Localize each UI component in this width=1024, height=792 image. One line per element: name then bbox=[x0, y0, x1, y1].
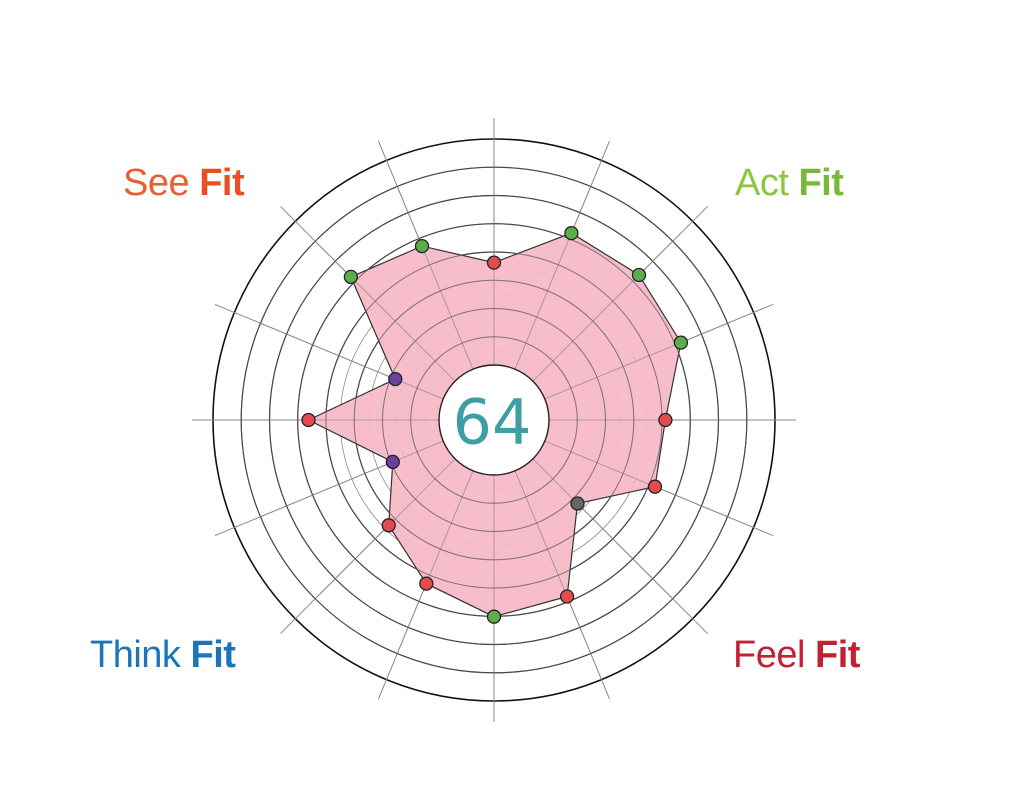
data-point-7 bbox=[559, 589, 575, 604]
spoke-overlay-7 bbox=[514, 470, 592, 654]
data-point-1 bbox=[564, 225, 579, 241]
center-score: 64 bbox=[453, 386, 532, 459]
see-fit: Fit bbox=[199, 162, 245, 204]
ring-overlay-2 bbox=[382, 308, 606, 532]
act-word: Act bbox=[735, 162, 789, 204]
data-point-10 bbox=[381, 518, 396, 533]
ring-overlay-3 bbox=[353, 279, 635, 561]
spoke-overlay-5 bbox=[544, 440, 728, 518]
quadrant-label-act: Act Fit bbox=[735, 162, 844, 205]
spoke-overlay-6 bbox=[532, 458, 674, 600]
ring-overlay-7 bbox=[240, 166, 748, 674]
spoke-overlay-14 bbox=[314, 240, 456, 382]
think-word: Think bbox=[90, 634, 181, 676]
quadrant-label-think: Think Fit bbox=[90, 634, 236, 677]
act-fit: Fit bbox=[798, 162, 844, 204]
think-fit: Fit bbox=[190, 634, 236, 676]
data-point-13 bbox=[388, 371, 403, 387]
data-point-11 bbox=[385, 454, 400, 470]
spoke-overlay-11 bbox=[260, 440, 444, 518]
data-point-12 bbox=[301, 412, 316, 428]
quadrant-label-see: See Fit bbox=[123, 162, 245, 205]
data-point-9 bbox=[419, 576, 434, 591]
data-point-6 bbox=[570, 496, 585, 511]
feel-word: Feel bbox=[733, 634, 805, 676]
data-point-0 bbox=[486, 255, 502, 270]
feel-fit: Fit bbox=[814, 634, 860, 676]
data-point-5 bbox=[647, 479, 663, 494]
data-point-15 bbox=[414, 238, 430, 254]
data-point-14 bbox=[343, 269, 359, 285]
data-point-8 bbox=[486, 609, 502, 624]
data-point-3 bbox=[673, 335, 689, 350]
ring-overlay-1 bbox=[410, 336, 578, 504]
spoke-overlay-13 bbox=[260, 322, 444, 400]
spoke-overlay-1 bbox=[514, 186, 592, 370]
data-point-4 bbox=[658, 412, 673, 428]
see-word: See bbox=[123, 162, 190, 204]
spoke-overlay-2 bbox=[532, 240, 674, 382]
center-disc bbox=[438, 364, 550, 476]
ring-overlay-6 bbox=[269, 195, 719, 645]
quadrant-label-feel: Feel Fit bbox=[733, 634, 860, 677]
spoke-overlay-15 bbox=[396, 186, 474, 370]
data-point-2 bbox=[631, 267, 647, 283]
data-points bbox=[301, 225, 689, 624]
spoke-overlay-3 bbox=[544, 322, 728, 400]
spoke-overlay-9 bbox=[396, 470, 474, 654]
